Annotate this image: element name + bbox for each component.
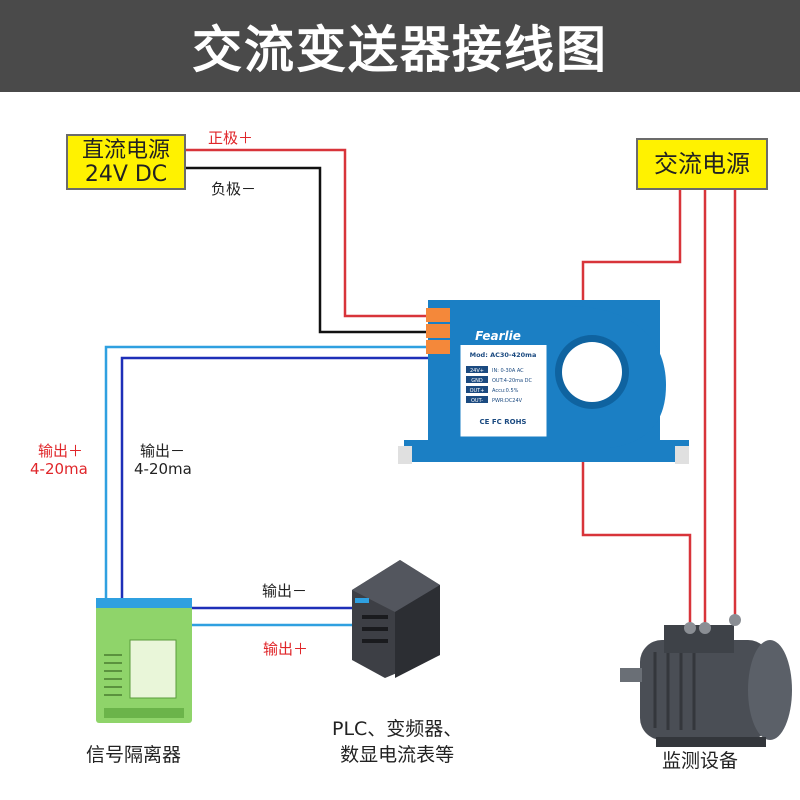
sensor-terminal-2: GND <box>471 378 483 384</box>
motor <box>620 614 792 747</box>
current-transmitter: Fearlie Mod: AC30-420ma 24V+ GND OUT+ OU… <box>398 300 689 464</box>
sensor-spec-2: OUT:4-20ma DC <box>492 378 533 384</box>
caption-isolator: 信号隔离器 <box>86 744 182 766</box>
label-plc-out-minus: 输出－ <box>262 582 308 600</box>
sensor-spec-3: Accu:0.5% <box>492 388 519 394</box>
wire-negative <box>180 166 430 334</box>
header-bar: 交流变送器接线图 <box>0 0 800 92</box>
caption-plc-line2: 数显电流表等 <box>340 744 455 766</box>
label-out-minus: 输出－ <box>140 442 186 460</box>
label-out-minus-range: 4-20ma <box>134 460 192 478</box>
label-out-plus: 输出＋ <box>38 442 84 460</box>
label-positive: 正极＋ <box>208 129 254 147</box>
sensor-terminal-1: 24V+ <box>470 368 484 374</box>
sensor-spec-1: IN: 0-30A AC <box>492 368 524 374</box>
sensor-terminal-4: OUT- <box>471 398 483 404</box>
wire-positive <box>180 148 430 318</box>
sensor-spec-4: PWR:DC24V <box>492 398 523 404</box>
wire-out-minus <box>120 356 430 610</box>
sensor-brand: Fearlie <box>475 329 521 343</box>
ac-source-text: 交流电源 <box>654 150 750 178</box>
page-title: 交流变送器接线图 <box>192 21 608 79</box>
signal-isolator-device <box>96 598 192 723</box>
sensor-certs: CE FC ROHS <box>480 418 527 426</box>
label-plc-out-plus: 输出＋ <box>263 640 309 658</box>
ac-power-source-label: 交流电源 <box>636 138 768 190</box>
plc-module <box>352 560 440 678</box>
wire-out-plus <box>104 345 430 610</box>
caption-monitor: 监测设备 <box>662 750 739 772</box>
dc-power-source-label: 直流电源 24V DC <box>66 134 186 190</box>
caption-plc: PLC、变频器、 数显电流表等 <box>332 716 462 768</box>
label-negative: 负极－ <box>211 180 257 198</box>
dc-source-line2: 24V DC <box>84 162 168 187</box>
sensor-model: Mod: AC30-420ma <box>470 351 537 359</box>
label-out-plus-range: 4-20ma <box>30 460 88 478</box>
dc-source-line1: 直流电源 <box>81 138 170 163</box>
caption-plc-line1: PLC、变频器、 <box>332 718 463 740</box>
sensor-terminal-3: OUT+ <box>470 388 485 394</box>
